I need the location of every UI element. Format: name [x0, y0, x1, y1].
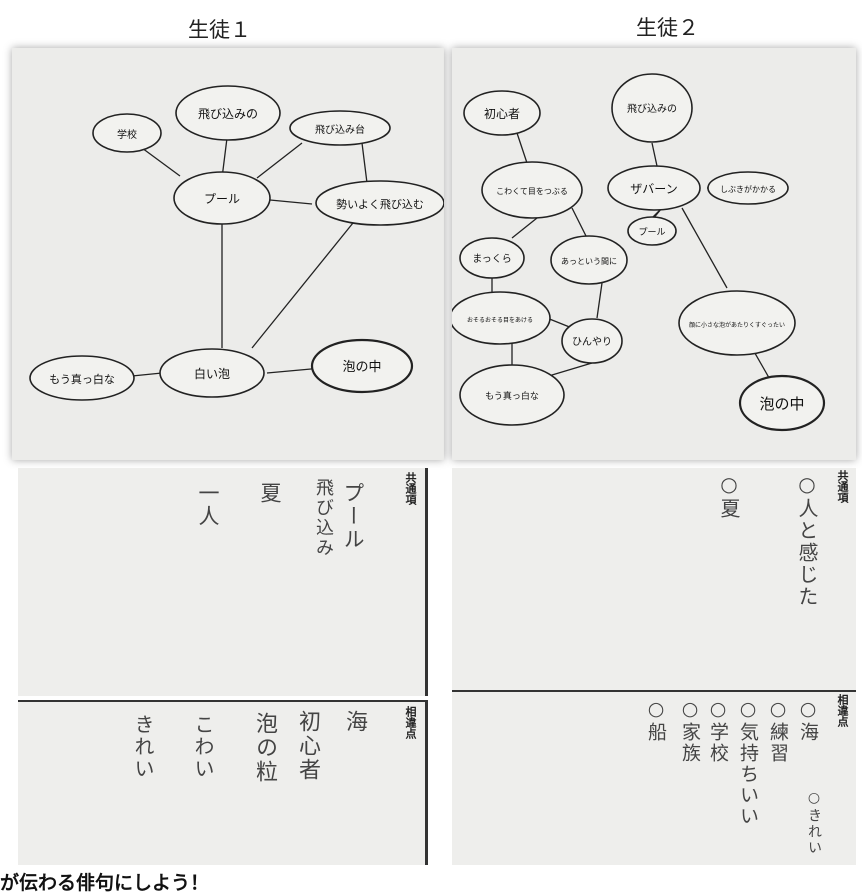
s2-node-shibuki — [707, 171, 789, 205]
s2-node-hinyari — [561, 318, 623, 364]
s2-node-osoruosoru — [452, 291, 551, 345]
s2-node-awanonaka — [738, 374, 826, 432]
svg-text:飛び込みの: 飛び込みの — [627, 103, 677, 115]
s2-diff-1: ○練習 — [767, 698, 789, 764]
s2-common-1: ○夏 — [717, 472, 741, 520]
s2-diff-2: ○気持ちいい — [737, 698, 759, 827]
svg-text:こわくて目をつぶる: こわくて目をつぶる — [496, 187, 568, 196]
svg-text:ひんやり: ひんやり — [572, 336, 612, 348]
student1-mindmap-drawing: 飛び込みの 学校 飛び込み台 プール 勢いよく飛び込む もう真っ白な 白い泡 泡… — [29, 85, 444, 401]
s1-node-gakkou — [92, 113, 162, 153]
svg-text:勢いよく飛び込む: 勢いよく飛び込む — [336, 197, 424, 211]
svg-text:おそるおそる目をあける: おそるおそる目をあける — [467, 317, 533, 324]
s1-common-0: プール — [341, 482, 365, 551]
s2-node-kao — [678, 290, 796, 356]
divider — [425, 468, 428, 696]
student2-common-tag: 共通項 — [836, 470, 849, 503]
s1-common-3: 一人 — [196, 482, 220, 528]
student1-diff-tag: 相違点 — [404, 706, 417, 739]
s1-node-tobikomino — [175, 85, 281, 141]
s2-node-masshiro — [459, 364, 565, 426]
s2-diff-5: ○船 — [645, 698, 667, 743]
s1-diff-3: こわい — [191, 714, 215, 780]
s1-node-ikioi — [315, 180, 444, 226]
student1-diff-sheet: 相違点 海 初心者 泡の粒 こわい きれい — [18, 700, 428, 865]
s2-diff-4: ○家族 — [679, 698, 701, 764]
s1-node-pool — [173, 171, 271, 225]
svg-text:もう真っ白な: もう真っ白な — [49, 372, 115, 386]
s2-node-attoiumani — [550, 235, 628, 285]
student2-mindmap-drawing: 初心者 飛び込みの こわくて目をつぶる ザバーン しぶきがかかる プール まっく… — [452, 73, 826, 432]
s2-node-kowakute — [481, 161, 583, 219]
s2-node-pool — [627, 216, 677, 246]
svg-text:まっくら: まっくら — [472, 253, 512, 265]
s2-extra: ○きれい — [806, 790, 822, 856]
svg-text:プール: プール — [204, 192, 240, 206]
student2-label: 生徒２ — [636, 16, 699, 40]
svg-text:しぶきがかかる: しぶきがかかる — [720, 184, 776, 194]
svg-text:白い泡: 白い泡 — [194, 366, 230, 381]
divider — [452, 690, 856, 692]
svg-text:初心者: 初心者 — [484, 107, 520, 121]
s1-node-awanonaka — [310, 338, 414, 394]
svg-text:学校: 学校 — [117, 128, 137, 141]
svg-text:ザバーン: ザバーン — [630, 182, 677, 196]
s1-common-1: 飛び込み — [313, 478, 334, 558]
student1-label: 生徒１ — [188, 18, 251, 42]
s2-node-makkura — [459, 237, 525, 279]
svg-text:プール: プール — [638, 227, 665, 238]
student1-common-sheet: 共通項 プール 飛び込み 夏 一人 — [18, 468, 428, 696]
footer-slogan: が伝わる俳句にしよう！ — [0, 872, 210, 894]
divider — [425, 700, 428, 865]
divider — [18, 700, 428, 702]
svg-text:飛び込み台: 飛び込み台 — [315, 123, 365, 136]
s1-node-tobikomidai — [289, 110, 391, 146]
s1-node-masshiro — [29, 355, 135, 401]
svg-text:飛び込みの: 飛び込みの — [198, 107, 258, 121]
s2-node-shoshinsha — [463, 90, 541, 136]
s2-node-zaban — [607, 165, 701, 211]
student2-diff-sheet: 相違点 ○海 ○練習 ○気持ちいい ○学校 ○家族 ○船 ○きれい — [452, 690, 856, 865]
svg-text:泡の中: 泡の中 — [342, 360, 381, 375]
s1-diff-1: 初心者 — [295, 710, 320, 782]
svg-text:泡の中: 泡の中 — [759, 395, 804, 413]
s1-diff-4: きれい — [131, 714, 155, 780]
svg-text:もう真っ白な: もう真っ白な — [485, 390, 539, 402]
student2-mindmap: 初心者 飛び込みの こわくて目をつぶる ザバーン しぶきがかかる プール まっく… — [452, 48, 856, 460]
student1-mindmap: 飛び込みの 学校 飛び込み台 プール 勢いよく飛び込む もう真っ白な 白い泡 泡… — [12, 48, 444, 460]
s2-diff-3: ○学校 — [707, 698, 729, 764]
s1-diff-0: 海 — [342, 710, 367, 734]
svg-text:あっという間に: あっという間に — [561, 257, 617, 266]
student2-diff-tag: 相違点 — [836, 694, 849, 727]
student1-common-tag: 共通項 — [404, 472, 417, 505]
s1-diff-2: 泡の粒 — [252, 712, 277, 784]
svg-text:顔に小さな泡があたりくすぐったい: 顔に小さな泡があたりくすぐったい — [689, 321, 785, 329]
s2-node-tobikomino — [611, 73, 693, 143]
s1-node-shiroiawa — [159, 348, 265, 398]
s2-diff-0: ○海 — [797, 698, 819, 743]
s2-common-0: ○人と感じた — [795, 472, 819, 608]
s1-common-2: 夏 — [258, 482, 282, 505]
student2-common-sheet: 共通項 ○人と感じた ○夏 — [452, 468, 856, 690]
